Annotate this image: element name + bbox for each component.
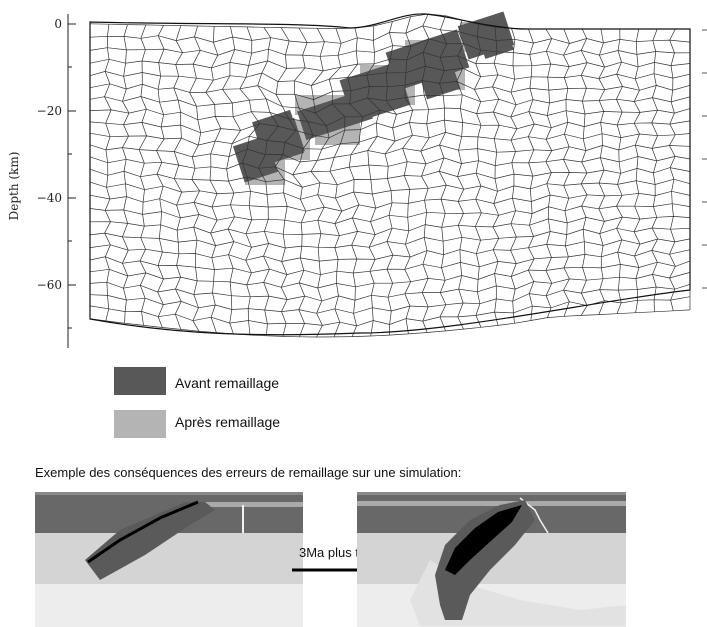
mesh-vertical-line xyxy=(633,28,641,313)
sim-after-fault xyxy=(519,497,549,534)
mesh-horizontal-line xyxy=(89,190,691,212)
mesh-vertical-line xyxy=(384,21,397,336)
mesh-vertical-line xyxy=(104,24,112,321)
mesh-vertical-line xyxy=(347,28,364,337)
mesh-horizontal-line xyxy=(89,156,691,176)
mesh-vertical-line xyxy=(492,27,500,326)
y-tick-label: 0 xyxy=(54,17,62,31)
mesh-vertical-line xyxy=(438,15,447,332)
sim-after-slab-core xyxy=(445,505,522,575)
mesh-vertical-line xyxy=(274,27,297,337)
sim-after-crust-line xyxy=(357,501,626,506)
right-ticks xyxy=(702,29,707,289)
mesh-vertical-line xyxy=(205,26,222,333)
sim-before-crust-line xyxy=(190,502,303,507)
mesh-vertical-line xyxy=(580,28,588,316)
patch-avant-remaillage xyxy=(414,50,461,100)
mesh-vertical-line xyxy=(138,24,147,326)
mesh-vertical-line xyxy=(669,28,676,311)
y-tick-label: −40 xyxy=(37,191,62,205)
y-tick-label: −20 xyxy=(37,104,62,118)
mesh-vertical-line xyxy=(527,28,535,321)
sim-after-top-strip xyxy=(357,492,626,495)
mesh-vertical-line xyxy=(402,16,414,334)
mesh-vertical-line xyxy=(510,28,518,324)
mesh-vertical-line xyxy=(292,27,314,337)
mesh-vertical-line xyxy=(222,26,242,335)
simulation-after xyxy=(357,492,626,627)
mesh-horizontal-line xyxy=(89,119,691,139)
mesh-vertical-line xyxy=(420,13,430,333)
mesh-vertical-line xyxy=(563,28,570,317)
y-axis-label: Depth (km) xyxy=(7,152,21,221)
mesh-vertical-line xyxy=(156,25,165,328)
mesh-vertical-line xyxy=(651,28,659,312)
mesh-plot: 0 −20 −40 −60 Depth (km) xyxy=(7,11,707,348)
patch-avant-remaillage xyxy=(339,61,411,124)
deformed-mesh xyxy=(89,13,691,338)
mesh-horizontal-line xyxy=(89,13,690,30)
mesh-vertical-line xyxy=(189,25,202,332)
mesh-vertical-line xyxy=(616,28,623,314)
mesh-vertical-line xyxy=(456,19,465,330)
mesh-vertical-line xyxy=(366,25,381,337)
sim-before-top-strip xyxy=(35,492,303,495)
y-minor-ticks xyxy=(68,66,72,329)
mesh-vertical-line xyxy=(598,28,606,315)
mesh-horizontal-line xyxy=(89,167,691,188)
sim-after-slab xyxy=(435,500,535,620)
legend: Avant remaillage Après remaillage xyxy=(114,367,280,438)
legend-label-apres: Après remaillage xyxy=(175,414,280,430)
legend-swatch-avant xyxy=(114,367,166,395)
mesh-vertical-line xyxy=(122,24,130,324)
mesh-vertical-line xyxy=(257,27,279,336)
y-ticks xyxy=(68,23,76,286)
simulation-before xyxy=(35,492,303,627)
legend-label-avant: Avant remaillage xyxy=(175,375,279,391)
mesh-vertical-line xyxy=(545,28,553,318)
mesh-vertical-line xyxy=(474,24,482,328)
sim-before-mantle xyxy=(35,533,303,584)
mesh-vertical-line xyxy=(239,26,261,336)
simulation-caption: Exemple des conséquences des erreurs de … xyxy=(35,465,461,480)
mesh-vertical-line xyxy=(173,25,183,330)
sim-before-slab-core xyxy=(87,500,199,564)
y-tick-label: −60 xyxy=(37,278,62,292)
sim-before-slab xyxy=(85,502,215,580)
legend-swatch-apres xyxy=(114,410,166,438)
mesh-outline xyxy=(89,13,691,336)
mesh-vertical-line xyxy=(328,28,346,338)
mesh-vertical-line xyxy=(310,28,330,338)
